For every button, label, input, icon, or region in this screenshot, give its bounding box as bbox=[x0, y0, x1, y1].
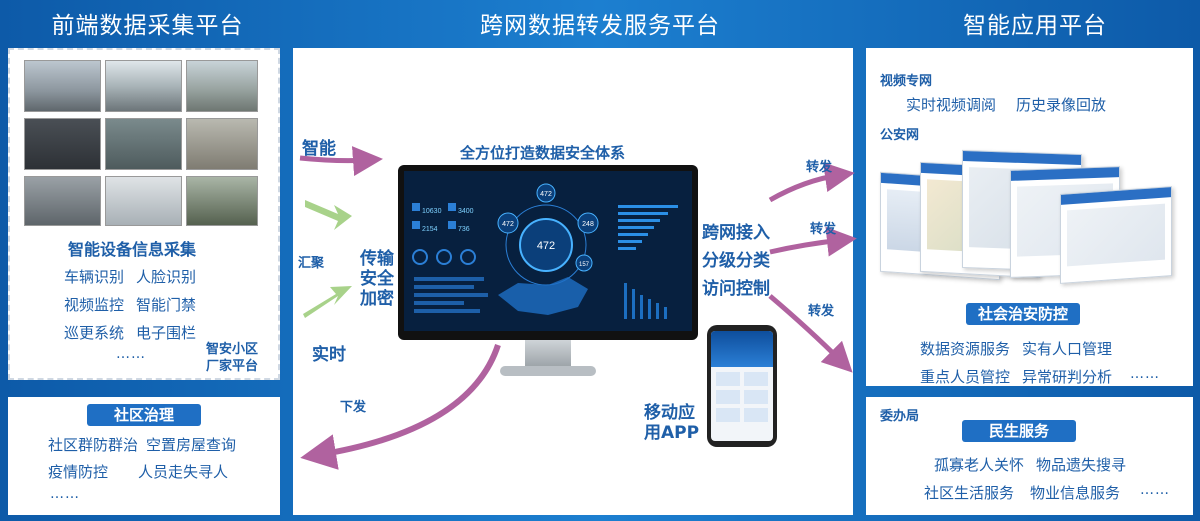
issue-label: 下发 bbox=[340, 396, 366, 415]
livelihood-item: 物业信息服务 bbox=[1030, 482, 1120, 503]
right-label: 分级分类 bbox=[702, 246, 770, 271]
police-net-label: 公安网 bbox=[880, 124, 919, 143]
livelihood-ellipsis: …… bbox=[1140, 482, 1170, 498]
arrow-gather-bottom bbox=[303, 286, 352, 318]
arrow-forward-1 bbox=[770, 175, 840, 200]
video-item: 历史录像回放 bbox=[1016, 94, 1106, 115]
security-title: 全方位打造数据安全体系 bbox=[460, 142, 625, 163]
livelihood-item: 物品遗失搜寻 bbox=[1036, 454, 1126, 475]
app-window-5 bbox=[1060, 186, 1172, 284]
security-ellipsis: …… bbox=[1130, 366, 1160, 382]
video-net-label: 视频专网 bbox=[880, 70, 932, 89]
right-label: 跨网接入 bbox=[702, 218, 770, 243]
security-item: 数据资源服务 bbox=[920, 338, 1010, 359]
livelihood-item: 社区生活服务 bbox=[924, 482, 1014, 503]
transfer-label: 加密 bbox=[360, 284, 394, 309]
security-item: 实有人口管理 bbox=[1022, 338, 1112, 359]
bureau-label: 委办局 bbox=[880, 405, 919, 424]
arrow-gather-top bbox=[305, 200, 352, 230]
video-item: 实时视频调阅 bbox=[906, 94, 996, 115]
label-smart: 智能 bbox=[302, 134, 336, 159]
forward-label: 转发 bbox=[810, 218, 836, 237]
livelihood-title: 民生服务 bbox=[962, 420, 1076, 442]
security-item: 异常研判分析 bbox=[1022, 366, 1112, 387]
label-realtime: 实时 bbox=[312, 340, 346, 365]
livelihood-item: 孤寡老人关怀 bbox=[934, 454, 1024, 475]
forward-label: 转发 bbox=[806, 156, 832, 175]
arrow-forward-2 bbox=[770, 240, 842, 252]
mobile-label: 用APP bbox=[644, 418, 699, 443]
right-label: 访问控制 bbox=[702, 274, 770, 299]
forward-label: 转发 bbox=[808, 300, 834, 319]
label-gather: 汇聚 bbox=[298, 252, 324, 271]
security-app-title: 社会治安防控 bbox=[966, 303, 1080, 325]
security-item: 重点人员管控 bbox=[920, 366, 1010, 387]
